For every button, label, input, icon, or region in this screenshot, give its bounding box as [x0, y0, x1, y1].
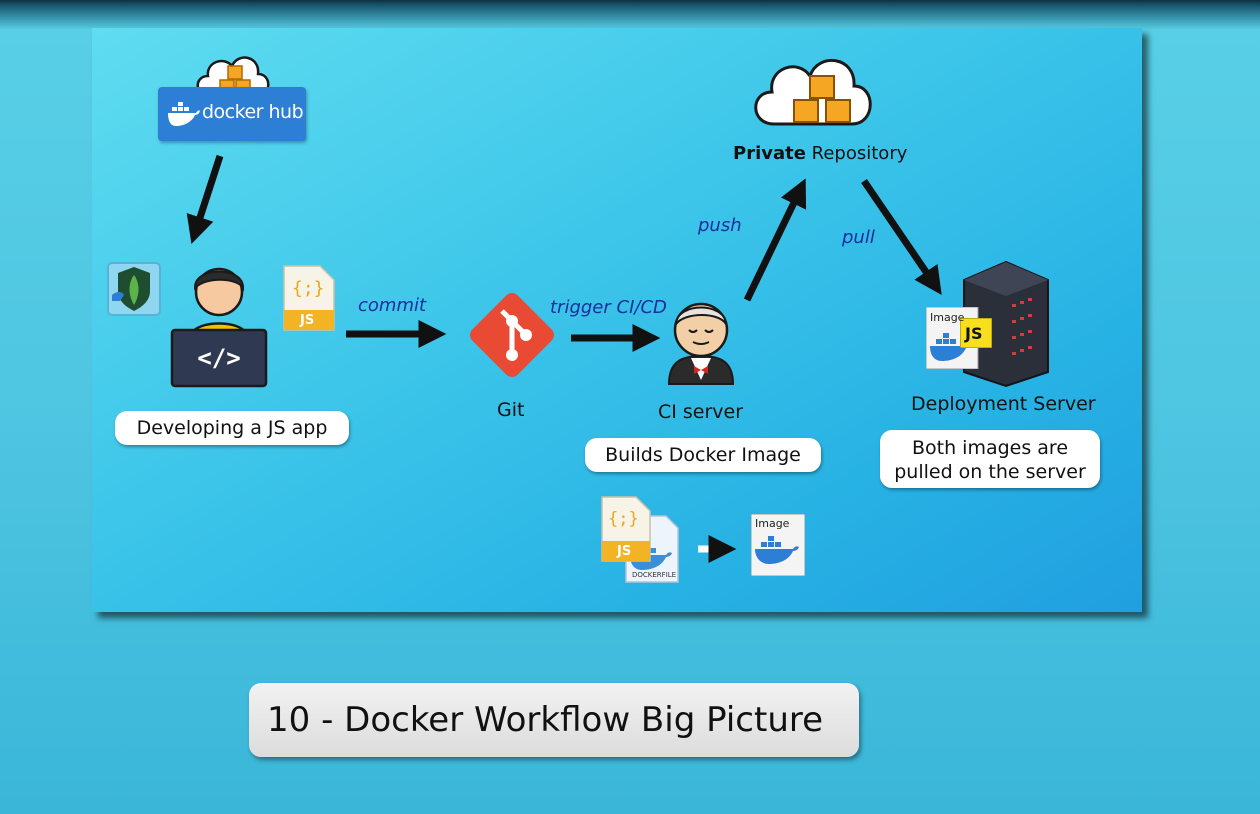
jenkins-icon: [667, 302, 735, 385]
git-icon: [470, 293, 554, 377]
build-js-file-icon: [601, 496, 651, 562]
workflow-slide: docker hub </> {;} JS Developing a JS ap…: [92, 28, 1142, 612]
deployment-badge-line2: pulled on the server: [894, 461, 1086, 483]
pull-label: pull: [842, 227, 875, 248]
built-image-label: Image: [755, 517, 790, 530]
svg-text:</>: </>: [197, 344, 240, 372]
arrow-hub-to-dev: [186, 154, 224, 244]
private-repo-label-bold: Private: [733, 143, 806, 164]
deploy-js-badge-icon: [960, 318, 992, 348]
server-rack-icon: [963, 260, 1049, 388]
docker-hub-logo-text: docker hub: [202, 101, 304, 123]
connector-layer: [186, 154, 942, 563]
deploy-image-label: Image: [930, 311, 965, 324]
private-repo-cubes-icon: [793, 75, 851, 123]
mongodb-container-icon: [107, 262, 161, 316]
dockerfile-label: DOCKERFILE: [632, 571, 677, 579]
arrow-push: [743, 178, 807, 302]
deployment-badge-line1: Both images are: [911, 437, 1069, 459]
private-repo-label: Private Repository: [733, 143, 907, 164]
video-caption-text: 10 - Docker Workflow Big Picture: [267, 700, 824, 740]
developer-icon: </>: [170, 267, 268, 388]
build-js-file-glyph: {;}: [608, 509, 639, 529]
ci-server-label: CI server: [658, 401, 744, 423]
js-file-icon: [283, 265, 335, 331]
docker-hub-node: docker hub: [158, 87, 306, 141]
build-js-file-label: JS: [617, 544, 632, 559]
docker-whale-icon: [168, 102, 200, 126]
built-image-icon: [751, 514, 805, 576]
ci-build-badge: Builds Docker Image: [585, 438, 821, 472]
commit-label: commit: [358, 295, 427, 316]
private-repo-label-rest: Repository: [805, 143, 908, 164]
arrow-pull: [861, 179, 942, 295]
js-file-glyph: {;}: [292, 278, 325, 299]
video-caption: 10 - Docker Workflow Big Picture: [249, 683, 859, 757]
js-file-label: JS: [300, 313, 315, 328]
deploy-js-label: JS: [965, 324, 983, 343]
trigger-label: trigger CI/CD: [550, 297, 667, 318]
push-label: push: [698, 215, 742, 236]
developer-badge: Developing a JS app: [115, 411, 349, 445]
git-label: Git: [497, 399, 525, 421]
deployment-badge: Both images are pulled on the server: [880, 430, 1100, 488]
deployment-server-label: Deployment Server: [911, 393, 1096, 415]
